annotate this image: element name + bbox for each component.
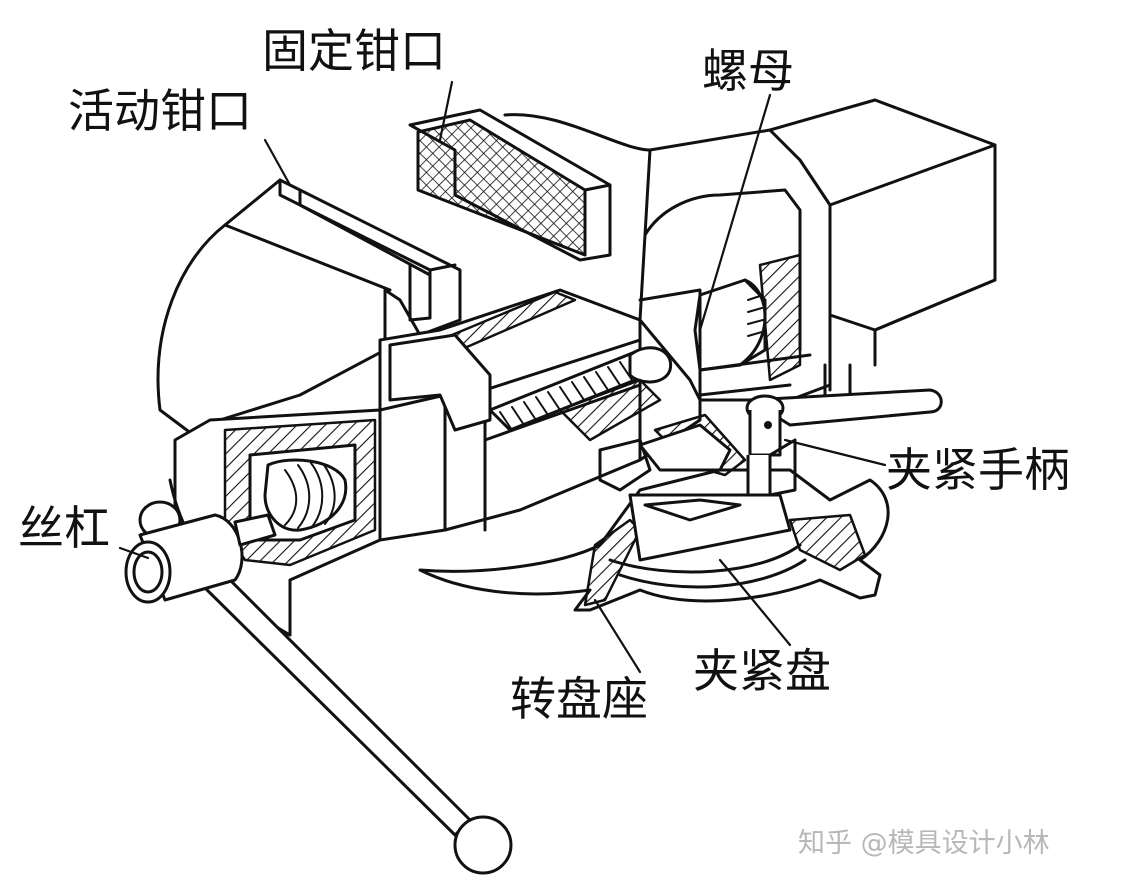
fixed-body (638, 98, 997, 402)
leader-swivel-base (593, 598, 642, 674)
label-lead-screw: 丝杠 (18, 501, 110, 555)
label-clamp-handle: 夹紧手柄 (886, 443, 1070, 497)
leader-fixed-jaw (438, 80, 454, 142)
watermark: 知乎 @模具设计小林 (798, 828, 1050, 859)
leader-movable-jaw (263, 138, 292, 187)
lead-screw-threads (263, 346, 673, 532)
leader-clamp-handle (783, 438, 887, 467)
label-clamp-plate: 夹紧盘 (693, 644, 831, 698)
label-movable-jaw: 活动钳口 (68, 84, 252, 138)
clamp-handle (745, 388, 943, 497)
leader-lead-screw (118, 546, 150, 560)
swivel-base (418, 363, 890, 612)
lead-screw-handle (124, 500, 513, 875)
label-swivel-base: 转盘座 (510, 672, 648, 726)
label-fixed-jaw: 固定钳口 (262, 24, 446, 78)
label-nut: 螺母 (702, 44, 794, 98)
leader-clamp-plate (718, 558, 792, 647)
leader-nut (698, 93, 772, 332)
fixed-jaw-plate (408, 108, 652, 262)
leader-lines (118, 80, 887, 674)
